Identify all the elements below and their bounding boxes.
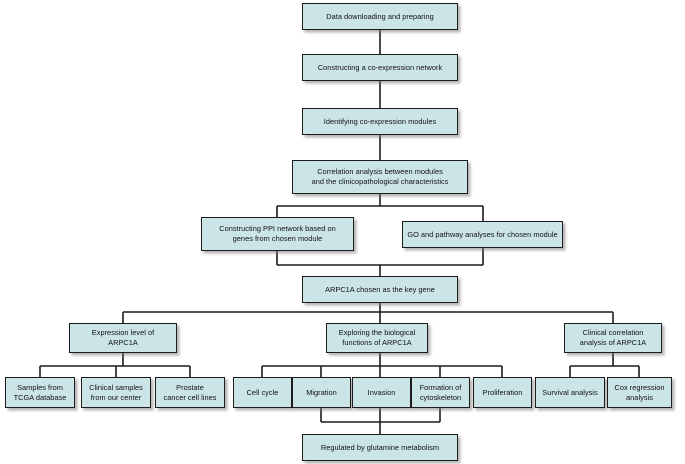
node-coexpression-network[interactable]: Constructing a co-expression network	[302, 54, 458, 81]
node-label: Formation of cytoskeleton	[419, 382, 462, 402]
node-label: Constructing a co-expression network	[317, 62, 443, 72]
node-cox-regression[interactable]: Cox regression analysis	[607, 377, 672, 408]
node-label: Prostate cancer cell lines	[163, 382, 217, 402]
node-label: Migration	[306, 387, 337, 397]
node-label: Exploring the biological functions of AR…	[338, 328, 416, 347]
node-label: Correlation analysis between modules and…	[311, 167, 449, 186]
node-label: Invasion	[367, 387, 396, 397]
node-migration[interactable]: Migration	[292, 377, 351, 408]
node-clinical-correlation[interactable]: Clinical correlation analysis of ARPC1A	[564, 323, 662, 353]
node-cytoskeleton[interactable]: Formation of cytoskeleton	[411, 377, 470, 408]
node-survival-analysis[interactable]: Survival analysis	[535, 377, 605, 408]
node-label: GO and pathway analyses for chosen modul…	[407, 229, 558, 239]
node-label: Clinical samples from our center	[89, 382, 143, 402]
node-correlation-analysis[interactable]: Correlation analysis between modules and…	[292, 160, 468, 194]
node-label: Proliferation	[482, 387, 523, 397]
node-invasion[interactable]: Invasion	[352, 377, 411, 408]
node-ppi-network[interactable]: Constructing PPI network based on genes …	[201, 217, 354, 251]
node-coexpression-modules[interactable]: Identifying co-expression modules	[302, 108, 458, 135]
node-label: ARPC1A chosen as the key gene	[325, 284, 435, 294]
node-data-downloading[interactable]: Data downloading and preparing	[302, 3, 458, 30]
node-label: Cox regression analysis	[614, 382, 665, 402]
node-cell-cycle[interactable]: Cell cycle	[233, 377, 292, 408]
node-label: Data downloading and preparing	[326, 11, 434, 21]
node-label: Constructing PPI network based on genes …	[219, 224, 336, 243]
node-expression-level[interactable]: Expression level of ARPC1A	[69, 323, 177, 353]
node-arpc1a-key-gene[interactable]: ARPC1A chosen as the key gene	[302, 276, 458, 303]
node-tcga-samples[interactable]: Samples from TCGA database	[5, 377, 75, 408]
node-label: Identifying co-expression modules	[323, 116, 437, 126]
node-proliferation[interactable]: Proliferation	[473, 377, 532, 408]
node-clinical-samples[interactable]: Clinical samples from our center	[81, 377, 151, 408]
node-glutamine-metabolism[interactable]: Regulated by glutamine metabolism	[302, 434, 458, 461]
node-cell-lines[interactable]: Prostate cancer cell lines	[155, 377, 225, 408]
node-label: Cell cycle	[246, 387, 279, 397]
node-label: Regulated by glutamine metabolism	[320, 442, 440, 452]
node-label: Survival analysis	[542, 387, 598, 397]
node-go-pathway[interactable]: GO and pathway analyses for chosen modul…	[402, 221, 563, 248]
node-biological-functions[interactable]: Exploring the biological functions of AR…	[326, 323, 428, 353]
node-label: Expression level of ARPC1A	[91, 328, 155, 347]
node-label: Clinical correlation analysis of ARPC1A	[579, 328, 647, 347]
node-label: Samples from TCGA database	[13, 382, 67, 402]
